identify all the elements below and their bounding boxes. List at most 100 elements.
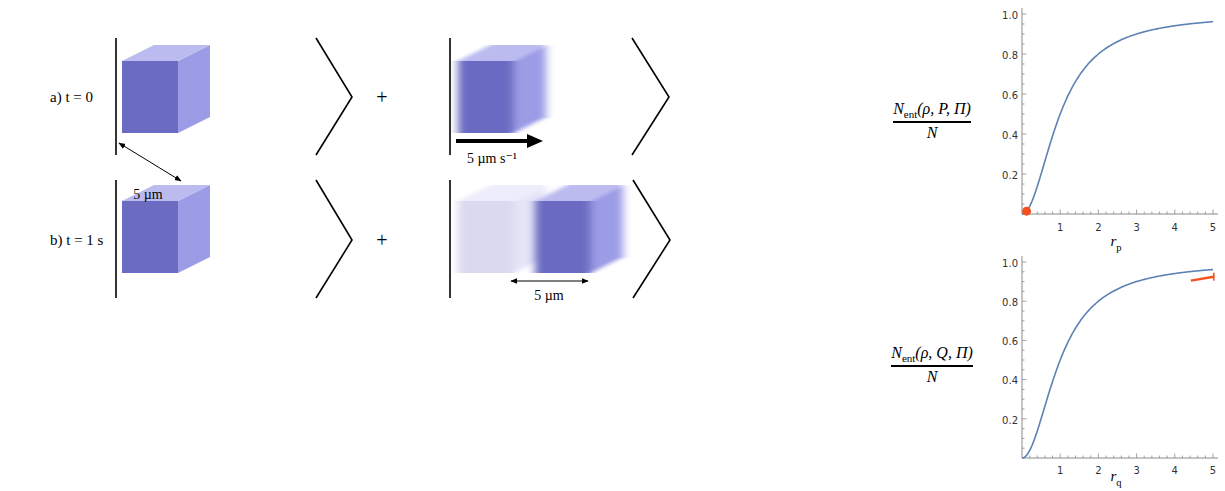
x-tick (1151, 212, 1152, 215)
figure-label: a) t = 0 (50, 89, 93, 105)
moved-cube (535, 185, 623, 273)
tick-label-box: 0.8 (1002, 292, 1018, 310)
y-tick (1022, 164, 1025, 165)
tick-label: 5 (1210, 222, 1216, 233)
y-tick (1022, 360, 1025, 361)
axis-label: p (1116, 242, 1121, 253)
y-tick (1022, 350, 1025, 351)
tick-label: 4 (1172, 222, 1178, 233)
ket-bar (115, 180, 117, 298)
figure-label: 5 µm s⁻¹ (467, 151, 517, 166)
y-tick (1022, 399, 1025, 400)
axis-label: (ρ, P, Π) (917, 100, 971, 117)
y-tick (1022, 64, 1025, 65)
tick-label-box: 4 (1172, 460, 1178, 478)
tick-label: 0.8 (1002, 297, 1018, 308)
y-tick (1022, 320, 1025, 321)
label-box: 5 µm (133, 185, 162, 203)
axis-label: N (927, 124, 938, 141)
tick-label: 0.4 (1002, 130, 1018, 141)
label-box: + (376, 229, 387, 252)
fraction-denominator: N (927, 124, 938, 142)
y-tick (1022, 301, 1027, 302)
tick-label: 1.0 (1002, 258, 1018, 269)
y-axis (1022, 256, 1023, 458)
y-tick (1022, 379, 1027, 380)
entanglement-curve (1022, 22, 1213, 214)
y-tick (1022, 34, 1025, 35)
axis-label: q (1116, 477, 1121, 488)
x-tick (1098, 210, 1099, 215)
tick-label: 1 (1057, 465, 1063, 476)
marker-dot (1022, 207, 1031, 216)
label-box: b) t = 1 s (50, 231, 103, 249)
fraction-bar (893, 121, 971, 122)
tick-label-box: 2 (1095, 460, 1101, 478)
x-tick (1205, 456, 1206, 459)
fraction-bar (891, 365, 973, 366)
x-tick (1121, 212, 1122, 215)
cube (122, 185, 210, 273)
x-tick (1090, 212, 1091, 215)
x-tick (1075, 456, 1076, 459)
tick-label: 4 (1172, 465, 1178, 476)
tick-label: 0.2 (1002, 415, 1018, 426)
y-tick (1022, 438, 1025, 439)
x-tick (1121, 456, 1122, 459)
x-tick (1151, 456, 1152, 459)
y-tick (1022, 418, 1027, 419)
label-box: 5 µm (534, 286, 563, 304)
axis-fraction: Nent(ρ, Q, Π)N (891, 344, 973, 386)
tick-label-box: 0.8 (1002, 45, 1018, 63)
tick-label-box: 5 (1210, 217, 1216, 235)
y-tick (1022, 428, 1025, 429)
x-tick (1083, 456, 1084, 459)
tick-label-box: 2 (1095, 217, 1101, 235)
tick-label: 0.6 (1002, 336, 1018, 347)
tick-label: 1 (1057, 222, 1063, 233)
x-tick (1205, 212, 1206, 215)
label-box: rp (1110, 232, 1121, 253)
tick-label: 1.0 (1002, 10, 1018, 21)
tick-label-box: 0.2 (1002, 410, 1018, 428)
x-tick (1136, 454, 1137, 459)
y-tick (1022, 369, 1025, 370)
y-tick (1022, 74, 1025, 75)
y-tick (1022, 281, 1025, 282)
x-tick (1159, 456, 1160, 459)
ket-bar (115, 38, 117, 155)
y-tick (1022, 194, 1025, 195)
ket-brackets (116, 180, 670, 298)
axis-label: r (1110, 233, 1116, 249)
y-tick (1022, 311, 1025, 312)
dimension-arrow (119, 143, 181, 181)
x-tick (1144, 212, 1145, 215)
tick-label-box: 0.4 (1002, 125, 1018, 143)
y-tick (1022, 330, 1025, 331)
x-tick (1167, 456, 1168, 459)
ket-brackets (116, 38, 669, 155)
tick-label-box: 1.0 (1002, 253, 1018, 271)
fraction-denominator: N (927, 368, 938, 386)
marker-end (1213, 273, 1215, 281)
ket-angle (633, 180, 670, 298)
y-tick (1022, 389, 1025, 390)
label-box: + (376, 86, 387, 109)
y-tick (1022, 124, 1025, 125)
velocity-arrow (456, 139, 529, 143)
x-tick (1106, 212, 1107, 215)
x-tick (1144, 456, 1145, 459)
tick-label-box: 1 (1057, 217, 1063, 235)
tick-label: 0.4 (1002, 375, 1018, 386)
y-tick (1022, 184, 1025, 185)
x-tick (1044, 456, 1045, 459)
label-box: rq (1110, 467, 1121, 488)
label-box: a) t = 0 (50, 88, 93, 106)
x-tick (1044, 212, 1045, 215)
plus-sign: + (376, 86, 387, 108)
y-tick (1022, 144, 1025, 145)
marker-segment (1191, 277, 1214, 281)
x-tick (1106, 456, 1107, 459)
